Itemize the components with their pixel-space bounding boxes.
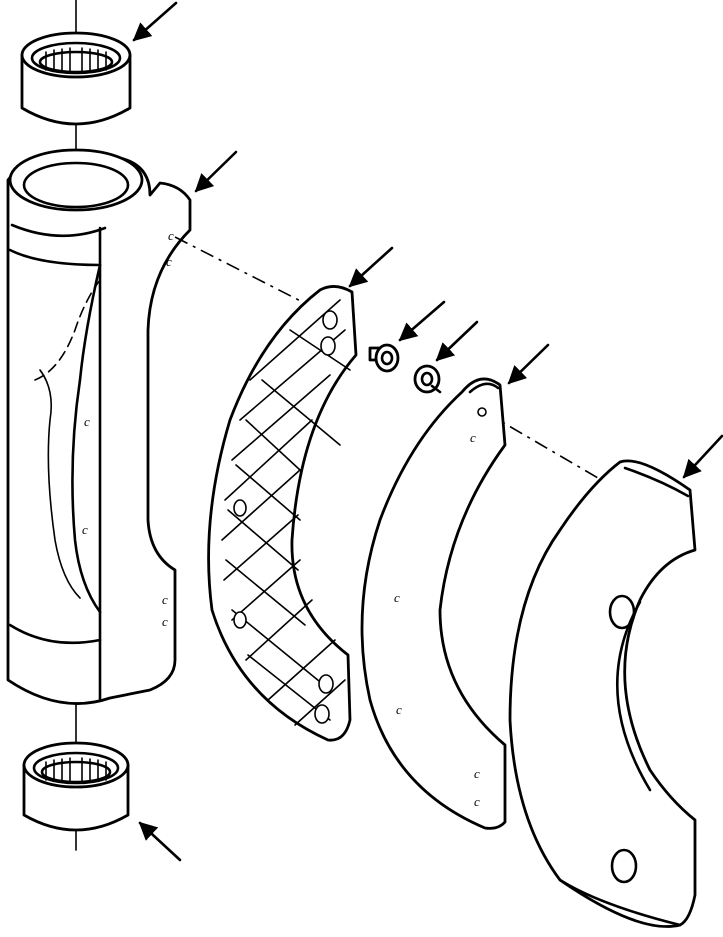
svg-text:c: c: [82, 522, 88, 537]
svg-text:c: c: [474, 766, 480, 781]
pivot-housing-icon: c c c c c c: [6, 148, 192, 705]
callout-arrow-6: [507, 343, 550, 385]
callout-arrow-3: [348, 246, 394, 288]
bearing-top-icon: [20, 31, 132, 126]
svg-text:c: c: [474, 794, 480, 809]
svg-text:c: c: [168, 228, 174, 243]
washer-icon: [413, 364, 442, 394]
svg-text:c: c: [162, 614, 168, 629]
callout-arrows: [132, 1, 723, 862]
bearing-bottom-icon: [22, 741, 130, 832]
svg-text:c: c: [396, 702, 402, 717]
callout-arrow-8: [138, 821, 182, 862]
svg-text:c: c: [394, 590, 400, 605]
callout-arrow-7: [682, 434, 723, 479]
callout-arrow-2: [194, 150, 238, 193]
counterweight-icon: [508, 459, 697, 928]
svg-text:c: c: [166, 254, 172, 269]
alignment-lines: [174, 236, 611, 486]
friction-pad-icon: [207, 285, 358, 742]
svg-text:c: c: [162, 592, 168, 607]
callout-arrow-4: [398, 300, 446, 342]
svg-text:c: c: [84, 414, 90, 429]
svg-text:c: c: [470, 430, 476, 445]
shim-plate-icon: c c c c c: [360, 377, 507, 830]
callout-arrow-1: [132, 1, 178, 42]
screw-icon: [368, 343, 400, 373]
callout-arrow-5: [435, 320, 479, 362]
